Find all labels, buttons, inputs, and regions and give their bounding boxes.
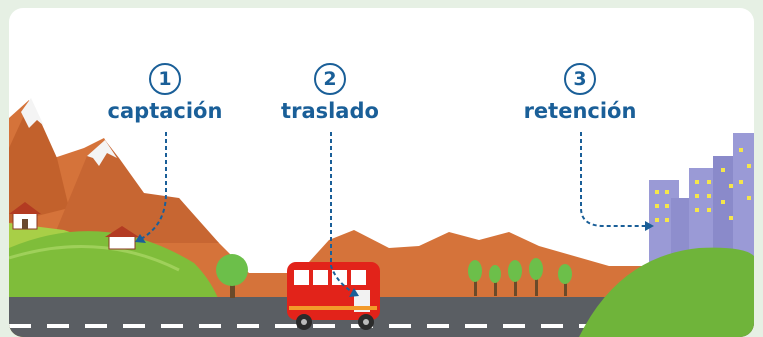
- arrowhead-traslado: [349, 288, 359, 297]
- snow-cap-left: [21, 98, 44, 128]
- snow-cap-middle: [87, 140, 117, 166]
- step-captacion: 1 captación: [90, 63, 240, 123]
- hill-right: [579, 247, 754, 337]
- connector-arrows: [138, 132, 647, 294]
- house-right: [105, 226, 139, 250]
- step-traslado: 2 traslado: [255, 63, 405, 123]
- step-label: captación: [107, 99, 223, 123]
- landscape-scene: [9, 98, 754, 337]
- arrow-retencion: [580, 132, 647, 227]
- step-number: 2: [314, 63, 346, 95]
- mountain-left: [9, 100, 69, 223]
- tree-large: [216, 254, 248, 298]
- step-retencion: 3 retención: [505, 63, 655, 123]
- arrowhead-captacion: [135, 234, 146, 243]
- step-label: retención: [523, 99, 637, 123]
- arrow-traslado: [330, 132, 355, 294]
- step-label: traslado: [281, 99, 379, 123]
- mountain-middle: [51, 140, 219, 243]
- arrow-captacion: [138, 132, 167, 241]
- step-number: 1: [149, 63, 181, 95]
- arrowhead-retencion: [645, 221, 654, 231]
- step-number: 3: [564, 63, 596, 95]
- tree-row: [468, 258, 572, 296]
- city-buildings: [649, 133, 754, 268]
- house-left: [9, 202, 41, 230]
- diagram-panel: 1 captación 2 traslado 3 retención: [9, 8, 754, 337]
